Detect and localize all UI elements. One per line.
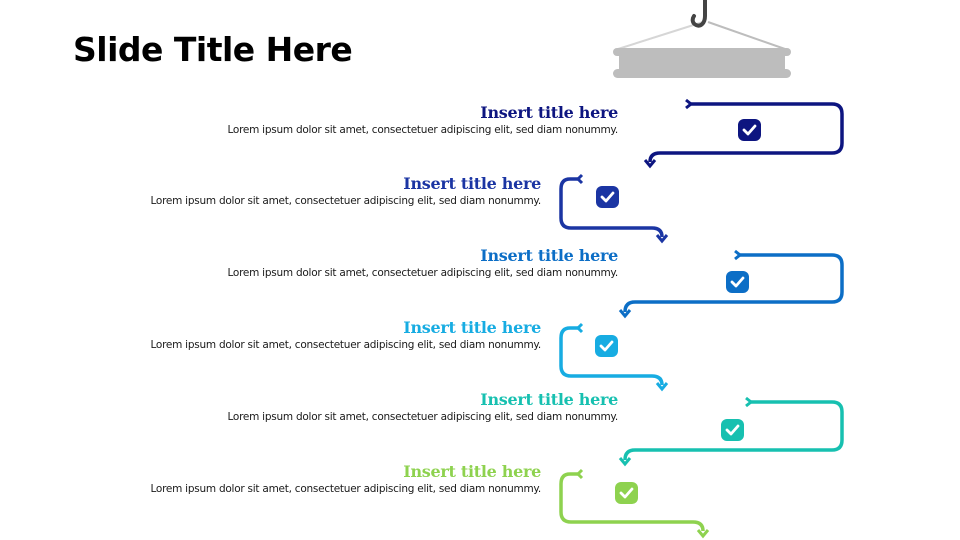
connector-step-2 xyxy=(559,173,669,244)
step-description: Lorem ipsum dolor sit amet, consectetuer… xyxy=(150,195,541,207)
step-2: Insert title here Lorem ipsum dolor sit … xyxy=(150,175,541,209)
connector-step-5 xyxy=(618,396,844,467)
step-title: Insert title here xyxy=(480,390,618,409)
crane-icon xyxy=(613,0,791,78)
connector-step-3 xyxy=(618,249,844,319)
connector-step-1 xyxy=(643,98,844,169)
step-title: Insert title here xyxy=(403,462,541,481)
step-3: Insert title here Lorem ipsum dolor sit … xyxy=(227,247,618,281)
step-description: Lorem ipsum dolor sit amet, consectetuer… xyxy=(227,411,618,423)
step-title: Insert title here xyxy=(480,246,618,265)
step-1: Insert title here Lorem ipsum dolor sit … xyxy=(227,104,618,138)
step-description: Lorem ipsum dolor sit amet, consectetuer… xyxy=(150,339,541,351)
step-6: Insert title here Lorem ipsum dolor sit … xyxy=(150,463,541,497)
step-title: Insert title here xyxy=(403,318,541,337)
step-description: Lorem ipsum dolor sit amet, consectetuer… xyxy=(150,483,541,495)
slide-title: Slide Title Here xyxy=(73,30,353,69)
step-description: Lorem ipsum dolor sit amet, consectetuer… xyxy=(227,267,618,279)
step-title: Insert title here xyxy=(403,174,541,193)
step-4: Insert title here Lorem ipsum dolor sit … xyxy=(150,319,541,353)
step-title: Insert title here xyxy=(480,103,618,122)
step-description: Lorem ipsum dolor sit amet, consectetuer… xyxy=(227,124,618,136)
connector-step-4 xyxy=(559,322,669,392)
step-5: Insert title here Lorem ipsum dolor sit … xyxy=(227,391,618,425)
connector-step-6 xyxy=(559,468,710,539)
